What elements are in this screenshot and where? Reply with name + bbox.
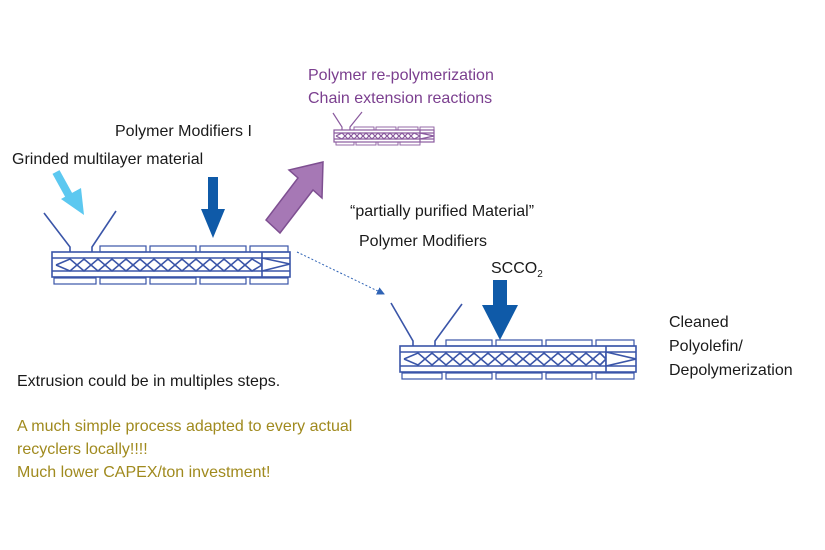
highlight-line-2: recyclers locally!!!!	[17, 441, 148, 458]
highlight-line-3: Much lower CAPEX/ton investment!	[17, 464, 271, 481]
feed-arrow	[52, 170, 84, 215]
transfer-connector	[296, 251, 385, 295]
label-polyolefin: Polyolefin/	[669, 338, 743, 355]
extrusion-note: Extrusion could be in multiples steps.	[17, 373, 281, 390]
label-scco2: SCCO2	[491, 260, 543, 281]
second-extruder	[390, 302, 637, 380]
label-chain-extension: Chain extension reactions	[308, 90, 493, 107]
label-cleaned: Cleaned	[669, 314, 729, 331]
label-polymer-modifiers: Polymer Modifiers	[359, 233, 488, 250]
main-extruder	[43, 210, 291, 285]
label-partially-purified: “partially purified Material”	[350, 203, 535, 220]
label-grinded-material: Grinded multilayer material	[12, 151, 204, 168]
highlight-line-1: A much simple process adapted to every a…	[17, 418, 353, 435]
repolymerization-arrow	[264, 161, 324, 235]
scco2-arrow	[482, 280, 518, 340]
modifiers-arrow	[201, 177, 225, 238]
label-modifiers-one: Polymer Modifiers I	[115, 123, 252, 140]
label-depolymerization: Depolymerization	[669, 362, 793, 379]
small-extruder	[332, 111, 435, 146]
label-repolymerization: Polymer re-polymerization	[308, 67, 494, 84]
